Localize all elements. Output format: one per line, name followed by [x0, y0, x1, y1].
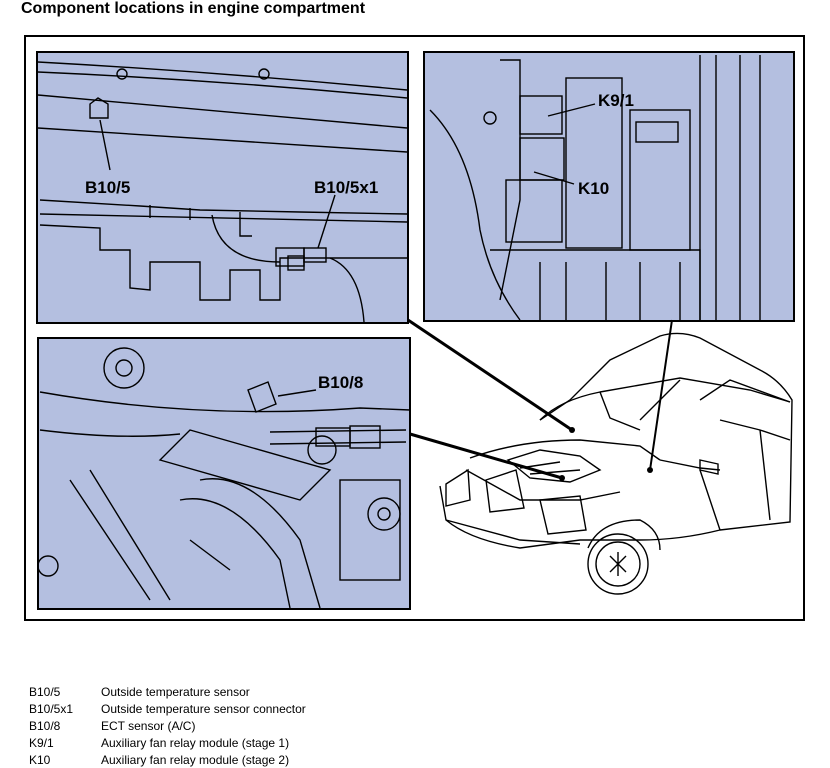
panel-relay-box: K9/1 K10: [423, 51, 795, 322]
legend-row: B10/8 ECT sensor (A/C): [29, 717, 306, 734]
callout-k10: K10: [578, 179, 609, 198]
legend-desc: Outside temperature sensor: [101, 684, 250, 699]
diagram-frame: [24, 35, 805, 621]
legend-code: B10/8: [29, 718, 61, 733]
callout-k9-1: K9/1: [598, 91, 634, 110]
legend-row: B10/5 Outside temperature sensor: [29, 683, 306, 700]
legend: B10/5 Outside temperature sensor B10/5x1…: [29, 683, 306, 768]
legend-code: B10/5: [29, 684, 61, 699]
legend-row: K9/1 Auxiliary fan relay module (stage 1…: [29, 734, 306, 751]
legend-desc: Outside temperature sensor connector: [101, 701, 306, 716]
legend-desc: Auxiliary fan relay module (stage 1): [101, 735, 290, 750]
legend-desc: ECT sensor (A/C): [101, 718, 196, 733]
callout-b10-8: B10/8: [318, 373, 363, 392]
legend-code: K9/1: [29, 735, 54, 750]
leader-lines: [407, 318, 673, 481]
panel-ect-sensor: B10/8: [37, 337, 411, 610]
legend-row: B10/5x1 Outside temperature sensor conne…: [29, 700, 306, 717]
callout-b10-5: B10/5: [85, 178, 130, 197]
legend-row: K10 Auxiliary fan relay module (stage 2): [29, 751, 306, 768]
legend-desc: Auxiliary fan relay module (stage 2): [101, 752, 290, 767]
panel-cowl-sensor: B10/5 B10/5x1: [36, 51, 409, 324]
car-illustration: [439, 332, 793, 595]
legend-code: K10: [29, 752, 51, 767]
legend-code: B10/5x1: [29, 701, 74, 716]
page-title: Component locations in engine compartmen…: [21, 0, 366, 17]
callout-b10-5x1: B10/5x1: [314, 178, 378, 197]
